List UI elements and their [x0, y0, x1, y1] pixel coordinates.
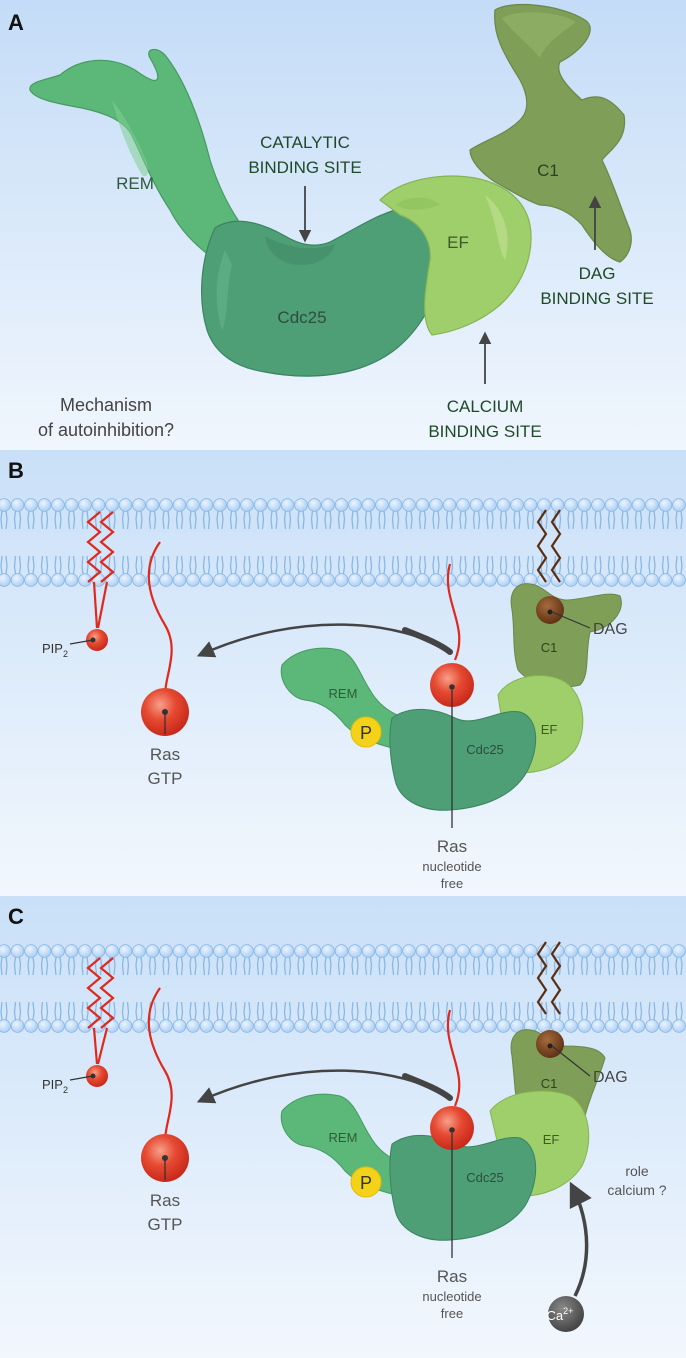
dag-label-b: DAG — [593, 621, 628, 638]
phospho-b — [350, 716, 382, 748]
dag-site-label: DAG BINDING SITE — [540, 264, 653, 308]
pip2-head-b — [86, 629, 108, 651]
panel-c-letter: C — [8, 904, 24, 929]
phospho-label-c: P — [360, 1173, 372, 1193]
phospho-label-b: P — [360, 723, 372, 743]
ras-free-label3-b: free — [441, 876, 463, 891]
panel-c: C PIP2 Ras GTP — [0, 896, 686, 1358]
rem-label-c: REM — [329, 1130, 358, 1145]
pip2-c: PIP2 — [42, 957, 115, 1095]
ras-gtp-c: Ras GTP — [141, 987, 189, 1234]
rem-domain — [29, 48, 239, 261]
rem-label: REM — [116, 174, 154, 193]
ras-free-label1-c: Ras — [437, 1267, 467, 1286]
autoinhibition-question: Mechanism of autoinhibition? — [38, 395, 174, 440]
calcium-arrow — [569, 1181, 592, 1297]
ras-gtp-label2-c: GTP — [148, 1215, 183, 1234]
question-line2: of autoinhibition? — [38, 420, 174, 440]
ef-label: EF — [447, 233, 469, 252]
calcium-site-line2: BINDING SITE — [428, 422, 541, 441]
phospho-c — [350, 1166, 382, 1198]
ras-free-label3-c: free — [441, 1306, 463, 1321]
ras-free-label1-b: Ras — [437, 837, 467, 856]
ras-gtp-label1-b: Ras — [150, 745, 180, 764]
cdc25-domain-b — [389, 708, 537, 811]
panel-a: A REM Cdc25 EF C1 CATALYTIC BINDING SITE… — [0, 0, 686, 450]
catalytic-site-line2: BINDING SITE — [248, 158, 361, 177]
ras-gtp-label1-c: Ras — [150, 1191, 180, 1210]
c1-label-b: C1 — [541, 640, 558, 655]
pip2-label-b: PIP2 — [42, 641, 68, 659]
ras-free-label2-b: nucleotide — [422, 859, 481, 874]
calcium-role-c: role calcium ? Ca2+ — [547, 1163, 667, 1332]
panel-b: B PIP2 Ras GTP — [0, 450, 686, 896]
sos-complex-c: C1 EF REM Cdc25 DAG Ras nucleotide free … — [280, 941, 628, 1321]
ef-label-b: EF — [541, 722, 558, 737]
panel-a-letter: A — [8, 10, 24, 35]
pip2-head-c — [86, 1065, 108, 1087]
panel-b-letter: B — [8, 458, 24, 483]
pip2-b: PIP2 — [42, 511, 115, 659]
c1-label: C1 — [537, 161, 559, 180]
dag-label-c: DAG — [593, 1069, 628, 1086]
ras-gtp-label2-b: GTP — [148, 769, 183, 788]
calcium-site-label: CALCIUM BINDING SITE — [428, 397, 541, 441]
catalytic-site-line1: CATALYTIC — [260, 133, 350, 152]
calcium-role-line2: calcium ? — [607, 1182, 666, 1198]
calcium-site-line1: CALCIUM — [447, 397, 524, 416]
calcium-role-line1: role — [625, 1163, 649, 1179]
cdc25-label: Cdc25 — [277, 308, 326, 327]
ef-label-c: EF — [543, 1132, 560, 1147]
pip2-label-c: PIP2 — [42, 1077, 68, 1095]
cdc25-label-b: Cdc25 — [466, 742, 504, 757]
cdc25-label-c: Cdc25 — [466, 1170, 504, 1185]
dag-site-line1: DAG — [579, 264, 616, 283]
ca-ion-label: Ca2+ — [547, 1306, 574, 1323]
ca-ion — [548, 1296, 584, 1332]
c1-label-c: C1 — [541, 1076, 558, 1091]
question-line1: Mechanism — [60, 395, 152, 415]
sos-complex-b: C1 EF REM Cdc25 DAG Ras nucleotide free … — [280, 509, 628, 891]
dag-site-line2: BINDING SITE — [540, 289, 653, 308]
rem-label-b: REM — [329, 686, 358, 701]
ras-gtp-b: Ras GTP — [141, 541, 189, 788]
catalytic-site-label: CATALYTIC BINDING SITE — [248, 133, 361, 177]
ras-free-label2-c: nucleotide — [422, 1289, 481, 1304]
